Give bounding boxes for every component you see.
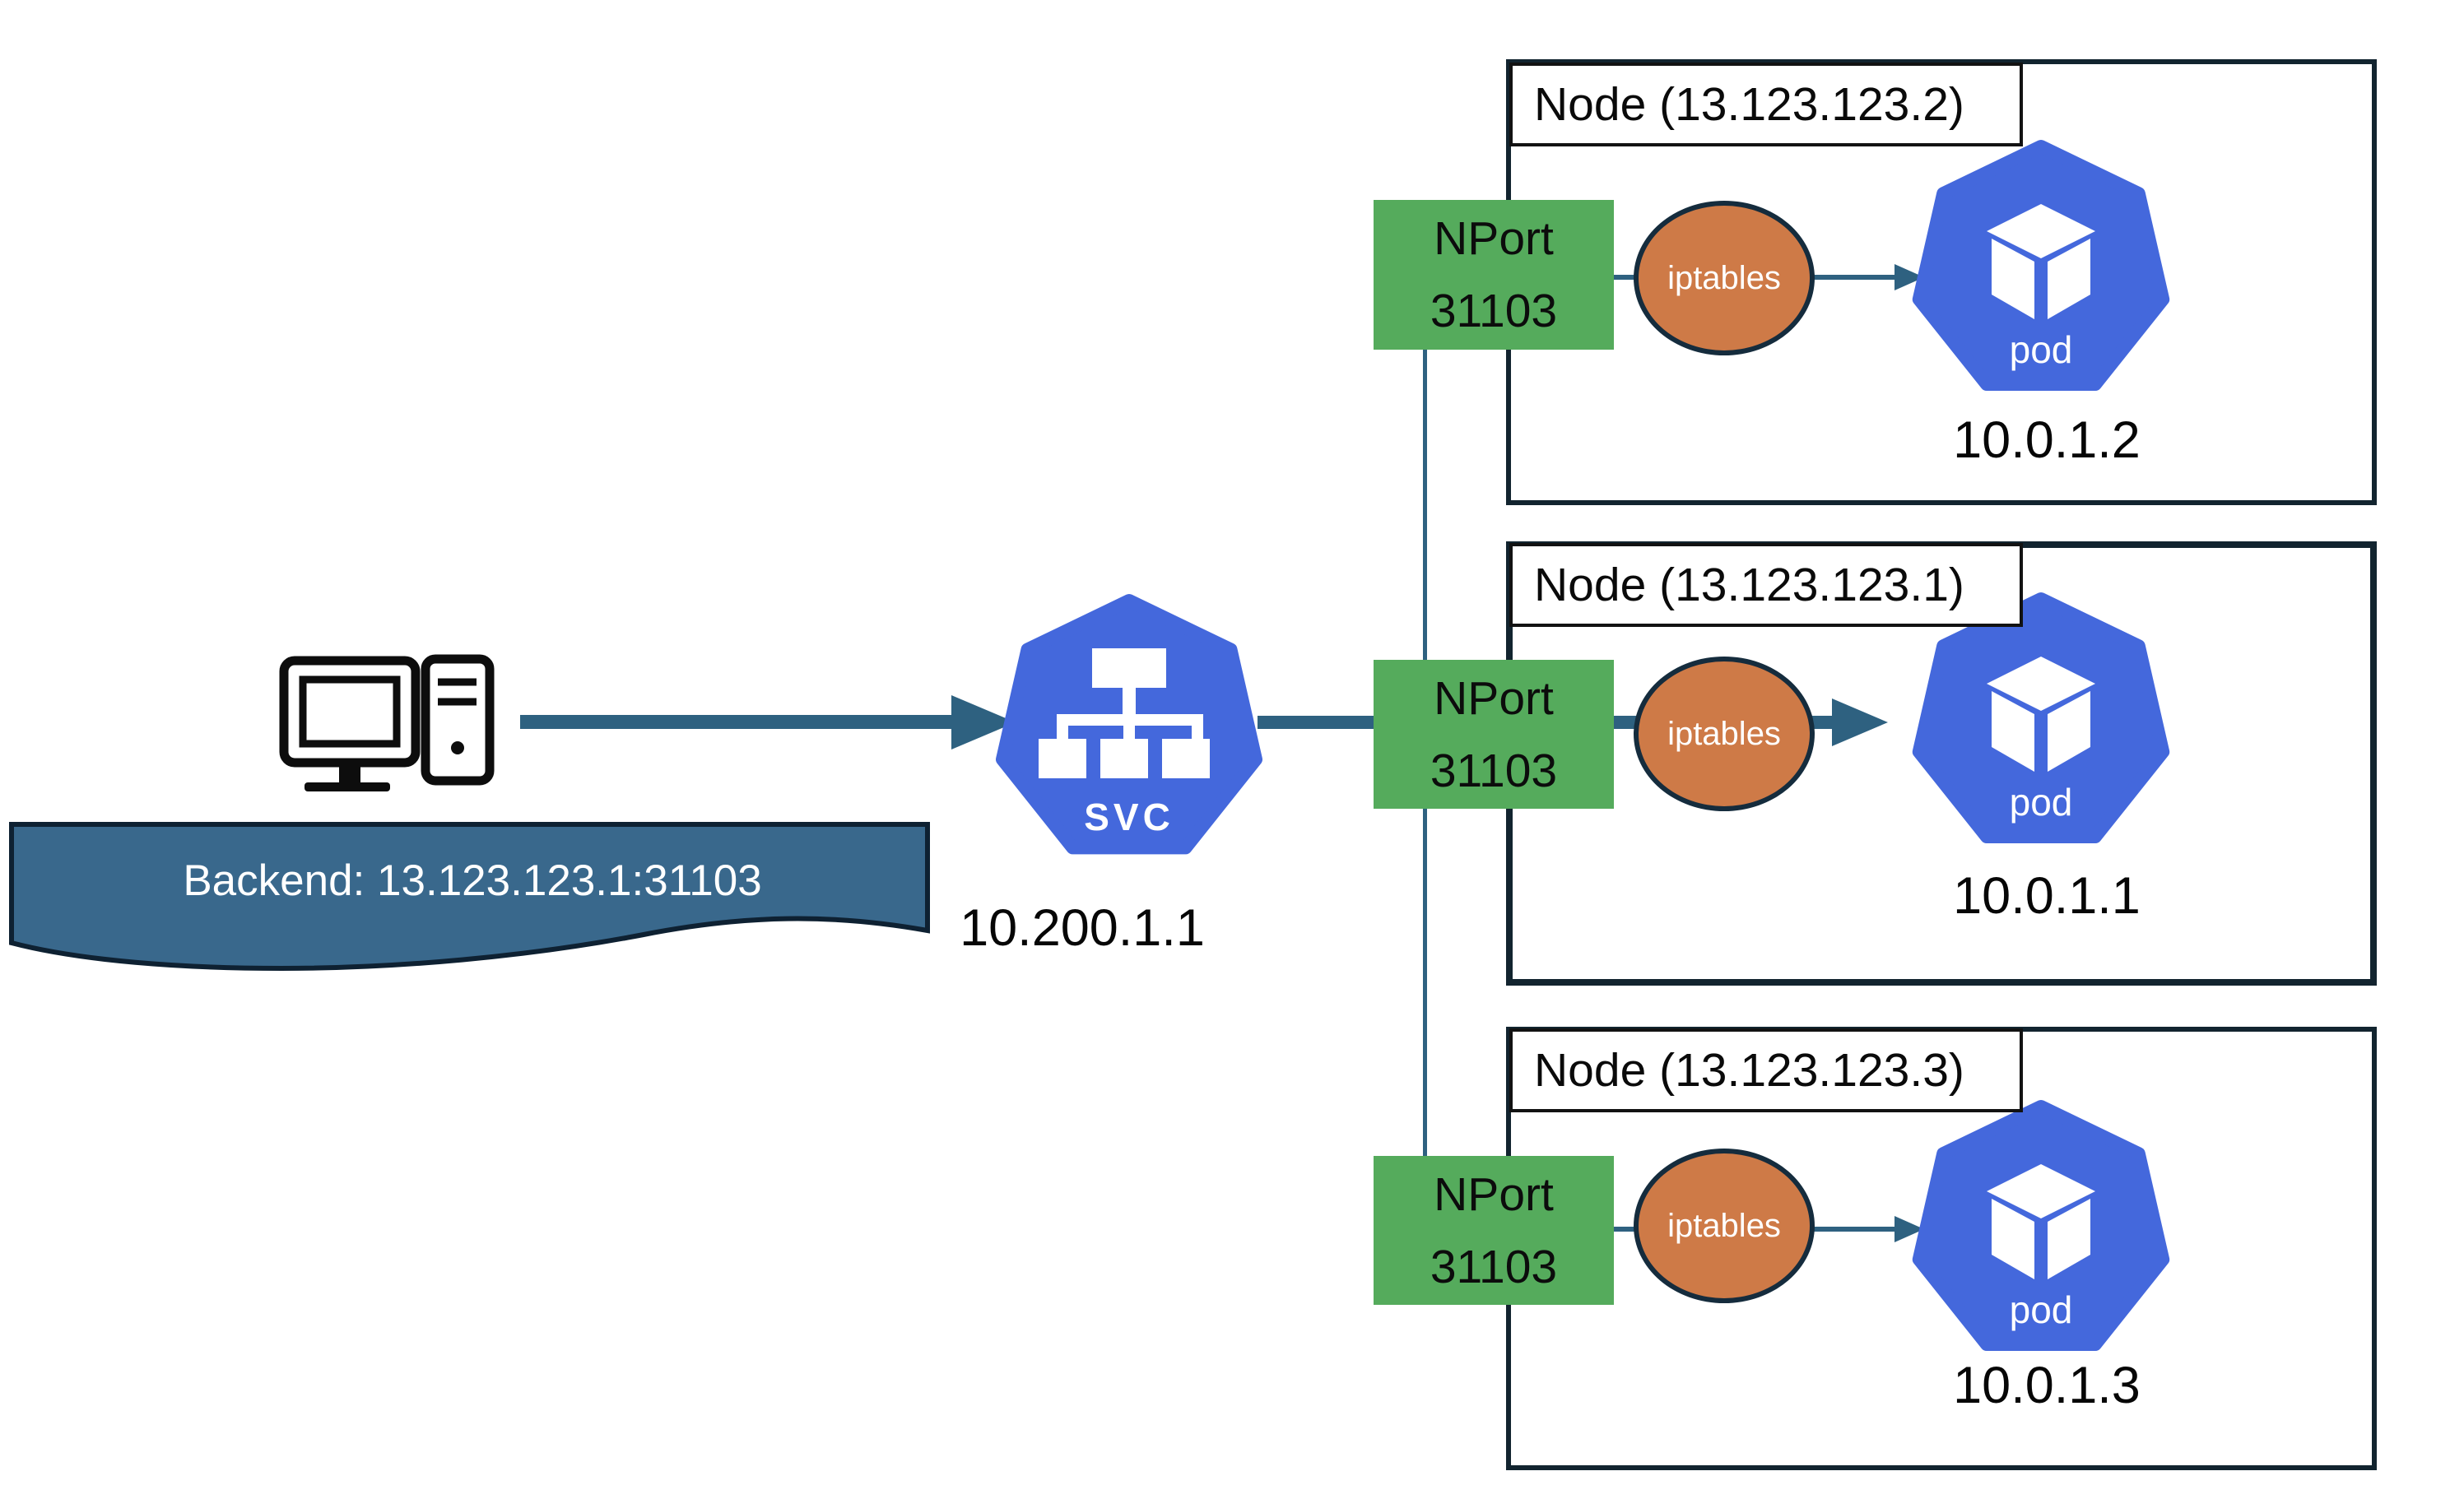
- pod-ip-top: 10.0.1.2: [1953, 411, 2141, 469]
- service-tree-glyph: [1039, 648, 1210, 778]
- node-title-text: Node (13.123.123.1): [1534, 559, 1964, 611]
- nodeport-line2: 31103: [1430, 744, 1558, 797]
- pod-cube-glyph: [1987, 1164, 2095, 1279]
- backend-ribbon: [9, 822, 930, 972]
- iptables-label: iptables: [1667, 259, 1781, 296]
- iptables-label: iptables: [1667, 1207, 1781, 1244]
- nodeport-line1: NPort: [1434, 212, 1554, 265]
- node-title-1: Node (13.123.123.1): [1509, 543, 2023, 627]
- node-title-2: Node (13.123.123.2): [1509, 63, 2023, 146]
- iptables-ellipse-middle: iptables: [1634, 657, 1815, 811]
- client-computer-icon: [279, 654, 495, 791]
- pod-cube-glyph: [1987, 657, 2095, 772]
- nodeport-line1: NPort: [1434, 671, 1554, 725]
- nodeport-box-middle: NPort 31103: [1374, 660, 1614, 809]
- iptables-label: iptables: [1667, 715, 1781, 752]
- nodeport-box-top: NPort 31103: [1374, 200, 1614, 350]
- node-title-3: Node (13.123.123.3): [1509, 1028, 2023, 1112]
- service-ip-label: 10.200.1.1: [960, 899, 1205, 957]
- pod-icon-label-top: pod: [2009, 328, 2073, 371]
- pod-icon-label-bottom: pod: [2009, 1288, 2073, 1331]
- iptables-ellipse-top: iptables: [1634, 201, 1815, 355]
- iptables-ellipse-bottom: iptables: [1634, 1149, 1815, 1303]
- pod-icon-bottom: [1912, 1100, 2170, 1351]
- node-title-text: Node (13.123.123.3): [1534, 1044, 1964, 1097]
- pod-icon-label-middle: pod: [2009, 781, 2073, 824]
- pod-icon-middle: [1912, 592, 2170, 843]
- nodeport-line2: 31103: [1430, 1240, 1558, 1293]
- nodeport-line2: 31103: [1430, 285, 1558, 337]
- node-title-text: Node (13.123.123.2): [1534, 78, 1964, 131]
- service-icon-label: SVC: [1084, 796, 1174, 838]
- pod-ip-middle: 10.0.1.1: [1953, 867, 2141, 925]
- backend-banner-text: Backend: 13.123.123.1:31103: [183, 856, 762, 905]
- pod-cube-glyph: [1987, 204, 2095, 319]
- client-to-service-arrow: [520, 695, 1016, 750]
- service-svc-icon: [996, 594, 1262, 855]
- pod-icon-top: [1912, 140, 2170, 391]
- nodeport-line1: NPort: [1434, 1167, 1554, 1221]
- nodeport-box-bottom: NPort 31103: [1374, 1156, 1614, 1305]
- pod-ip-bottom: 10.0.1.3: [1953, 1357, 2141, 1414]
